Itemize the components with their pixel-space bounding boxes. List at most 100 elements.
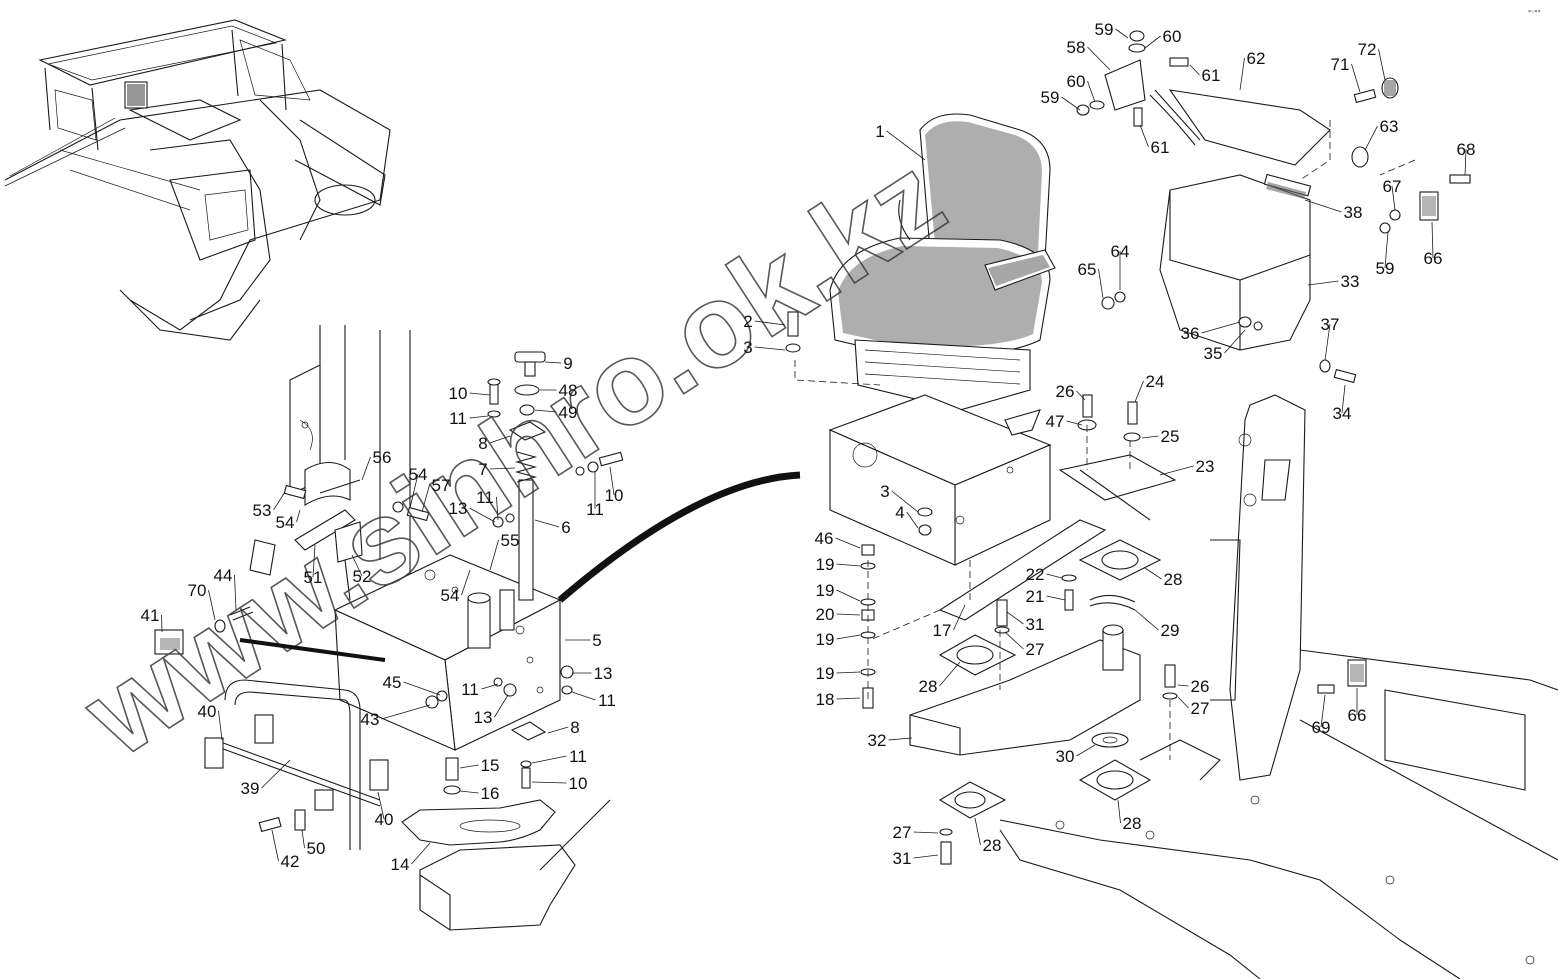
callout-leader-c46 <box>835 537 861 549</box>
callout-leader-c70 <box>208 589 216 621</box>
callout-leader-c58 <box>1087 46 1111 71</box>
callout-leader-c9 <box>544 361 562 364</box>
callout-leader-c3a <box>754 346 786 351</box>
callout-leader-c27c <box>913 831 939 834</box>
callout-label: 1 <box>875 122 884 141</box>
callout-leader-c55 <box>489 539 499 571</box>
callout-label: 43 <box>361 710 380 729</box>
callout-label: 10 <box>449 384 468 403</box>
callout-leader-c45 <box>403 681 441 696</box>
callout-label: 58 <box>1067 38 1086 57</box>
callout-label: 39 <box>241 779 260 798</box>
callout-label: 33 <box>1341 272 1360 291</box>
callout-label: 65 <box>1078 260 1097 279</box>
callout-leader-c11e <box>481 683 499 690</box>
callout-leader-c1 <box>886 130 926 161</box>
callout-leader-c23 <box>1159 465 1194 476</box>
operator-seat <box>829 113 1056 411</box>
callout-leader-c40a <box>218 710 223 741</box>
callout-leader-c61b <box>1139 124 1149 148</box>
callout-leader-c54b <box>409 473 419 509</box>
callout-label: 60 <box>1163 27 1182 46</box>
callout-label: 27 <box>893 823 912 842</box>
callout-label: 18 <box>816 690 835 709</box>
callout-leader-c27b <box>1177 696 1189 709</box>
left-seat-support-assembly <box>154 325 624 931</box>
callout-leader-c67 <box>1391 185 1396 211</box>
callout-label: 44 <box>214 566 233 585</box>
callout-label: 42 <box>281 852 300 871</box>
callout-leader-c25 <box>1141 435 1159 439</box>
callout-leader-c28c <box>1117 799 1121 824</box>
callout-leader-c72 <box>1378 48 1386 81</box>
callout-leader-c50 <box>301 829 305 849</box>
callout-leader-c31a <box>1006 611 1024 625</box>
callout-leader-c31b <box>913 854 939 859</box>
storage-box-assembly <box>1076 30 1471 384</box>
callout-label: 15 <box>481 756 500 775</box>
callout-leader-c69 <box>1320 694 1326 728</box>
callout-leader-c57 <box>421 484 430 513</box>
callout-label: 63 <box>1380 117 1399 136</box>
callout-leader-c40b <box>377 791 385 820</box>
callout-label: 52 <box>353 567 372 586</box>
callout-leader-c54a <box>296 509 301 523</box>
callout-label: 11 <box>569 747 587 766</box>
callout-label: 37 <box>1321 315 1340 334</box>
callout-label: 19 <box>816 581 835 600</box>
callout-leader-c42 <box>271 829 279 862</box>
callout-label: 25 <box>1161 427 1180 446</box>
callout-leader-c28a <box>939 661 961 687</box>
callout-label: 8 <box>570 718 579 737</box>
callout-label: 22 <box>1026 565 1045 584</box>
callout-label: 19 <box>816 664 835 683</box>
callout-leader-c68 <box>1464 148 1467 176</box>
callout-label: 11 <box>476 488 494 507</box>
callout-label: 31 <box>893 849 912 868</box>
callout-leader-c30 <box>1076 744 1096 757</box>
callout-label: 60 <box>1067 72 1086 91</box>
callout-label: 29 <box>1161 621 1180 640</box>
callout-label: 66 <box>1424 249 1443 268</box>
callout-label: 61 <box>1151 138 1170 157</box>
callout-label: 72 <box>1358 40 1377 59</box>
callout-leader-c13c <box>494 694 509 718</box>
callout-leader-c10c <box>531 781 567 784</box>
callout-leader-c41 <box>161 614 163 633</box>
callout-label: 6 <box>561 518 570 537</box>
callout-leader-c27a <box>1004 631 1024 650</box>
callout-leader-c6 <box>534 519 560 528</box>
callout-leader-c51 <box>312 544 316 578</box>
callout-label: 23 <box>1196 457 1215 476</box>
callout-label: 64 <box>1111 242 1130 261</box>
callout-leader-c19b <box>836 589 861 602</box>
callout-leader-c43 <box>381 704 431 720</box>
callout-leader-c10b <box>609 466 615 496</box>
callout-label: 11 <box>449 409 467 428</box>
callout-leader-c49 <box>534 409 557 413</box>
callout-leader-c28d <box>974 817 981 846</box>
callout-label: 70 <box>188 581 207 600</box>
callout-leader-c8a <box>489 435 511 444</box>
callout-label: 30 <box>1056 747 1075 766</box>
callout-labels: 1233456788910101011111111111113131314151… <box>141 20 1476 874</box>
callout-leader-c54c <box>461 569 471 596</box>
callout-label: 40 <box>198 702 217 721</box>
callout-leader-c66a <box>1431 221 1434 259</box>
callout-label: 45 <box>383 673 402 692</box>
callout-label: 19 <box>816 630 835 649</box>
callout-label: 13 <box>594 664 613 683</box>
callout-leader-c11a <box>469 415 489 419</box>
callout-label: 55 <box>501 531 520 550</box>
callout-label: 68 <box>1457 140 1476 159</box>
callout-leader-c59a <box>1115 28 1129 39</box>
callout-label: 26 <box>1191 677 1210 696</box>
corner-mark: ▪▫▪▪ <box>1528 6 1541 16</box>
callout-label: 14 <box>391 855 410 874</box>
callout-leader-c65 <box>1098 268 1104 299</box>
callout-label: 28 <box>919 677 938 696</box>
callout-leader-c39 <box>261 759 291 789</box>
callout-label: 36 <box>1181 324 1200 343</box>
callout-leader-c59b <box>1061 96 1081 111</box>
